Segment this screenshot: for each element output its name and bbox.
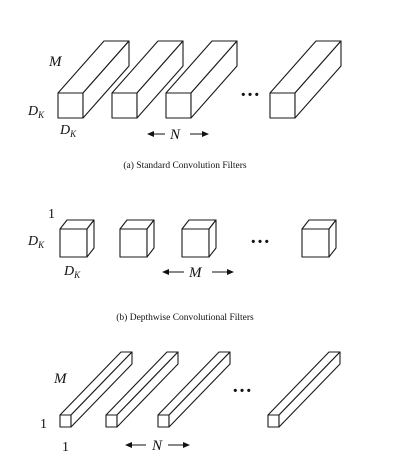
standard-filter-3 — [165, 40, 238, 119]
panel-b-filters — [59, 219, 337, 258]
width-label: DK — [59, 123, 77, 139]
filter-front-face — [105, 414, 118, 428]
depth-label: 1 — [48, 207, 55, 222]
filter-side-face — [208, 219, 217, 258]
filter-side-face — [328, 219, 337, 258]
filter-side-face — [190, 40, 238, 119]
filter-front-face — [181, 228, 210, 258]
depth-label: M — [48, 54, 63, 70]
pointwise-filter-3 — [157, 351, 231, 428]
width-label: DK — [63, 264, 81, 280]
filter-front-face — [111, 92, 138, 119]
caption: (a) Standard Convolution Filters — [123, 160, 247, 171]
ellipsis: … — [240, 79, 260, 101]
panel-c-filters — [59, 351, 341, 428]
ellipsis: … — [232, 375, 252, 397]
filter-front-face — [269, 92, 296, 119]
count-label: N — [169, 127, 181, 143]
filter-front-face — [57, 92, 84, 119]
depthwise-filter-2 — [119, 219, 155, 258]
filter-side-face — [136, 40, 184, 119]
pointwise-filter-n — [267, 351, 341, 428]
arrow-left-head — [162, 269, 169, 275]
filter-front-face — [59, 414, 72, 428]
filter-side-face — [278, 351, 341, 428]
filter-front-face — [301, 228, 330, 258]
panel-a-standard-convolution: M DK DK … N (a) Standard Convolution Fil… — [27, 40, 342, 171]
depthwise-filter-m — [301, 219, 337, 258]
pointwise-filter-1 — [59, 351, 133, 428]
depthwise-filter-1 — [59, 219, 95, 258]
width-label: 1 — [62, 440, 69, 455]
standard-filter-2 — [111, 40, 184, 119]
filter-side-face — [294, 40, 342, 119]
caption: (b) Depthwise Convolutional Filters — [116, 312, 254, 323]
panel-c-pointwise-convolution: M 1 1 … N — [40, 351, 341, 455]
standard-filter-n — [269, 40, 342, 119]
panel-a-filters — [57, 40, 342, 119]
height-label: DK — [27, 234, 45, 250]
arrow-right-head — [183, 442, 190, 448]
filter-front-face — [165, 92, 192, 119]
panel-b-depthwise-convolution: 1 DK DK … M (b) Depthwise Convolutional … — [27, 207, 337, 323]
depthwise-filter-3 — [181, 219, 217, 258]
pointwise-filter-2 — [105, 351, 179, 428]
filter-side-face — [82, 40, 130, 119]
filter-side-face — [146, 219, 155, 258]
height-label: DK — [27, 104, 45, 120]
arrow-left-head — [147, 131, 154, 137]
ellipsis: … — [250, 226, 270, 248]
count-arrow: N — [125, 438, 190, 454]
filter-side-face — [86, 219, 95, 258]
count-arrow: N — [147, 127, 209, 143]
standard-filter-1 — [57, 40, 130, 119]
filter-top-face — [267, 351, 341, 416]
filter-side-face — [116, 351, 179, 428]
arrow-right-head — [202, 131, 209, 137]
arrow-right-head — [227, 269, 234, 275]
filter-front-face — [119, 228, 148, 258]
filter-front-face — [267, 414, 280, 428]
filter-front-face — [157, 414, 170, 428]
count-label: N — [151, 438, 163, 454]
filter-front-face — [59, 228, 88, 258]
filter-side-face — [70, 351, 133, 428]
depth-label: M — [53, 371, 68, 387]
count-arrow: M — [162, 265, 234, 281]
count-label: M — [188, 265, 203, 281]
height-label: 1 — [40, 417, 47, 432]
arrow-left-head — [125, 442, 132, 448]
filter-side-face — [168, 351, 231, 428]
